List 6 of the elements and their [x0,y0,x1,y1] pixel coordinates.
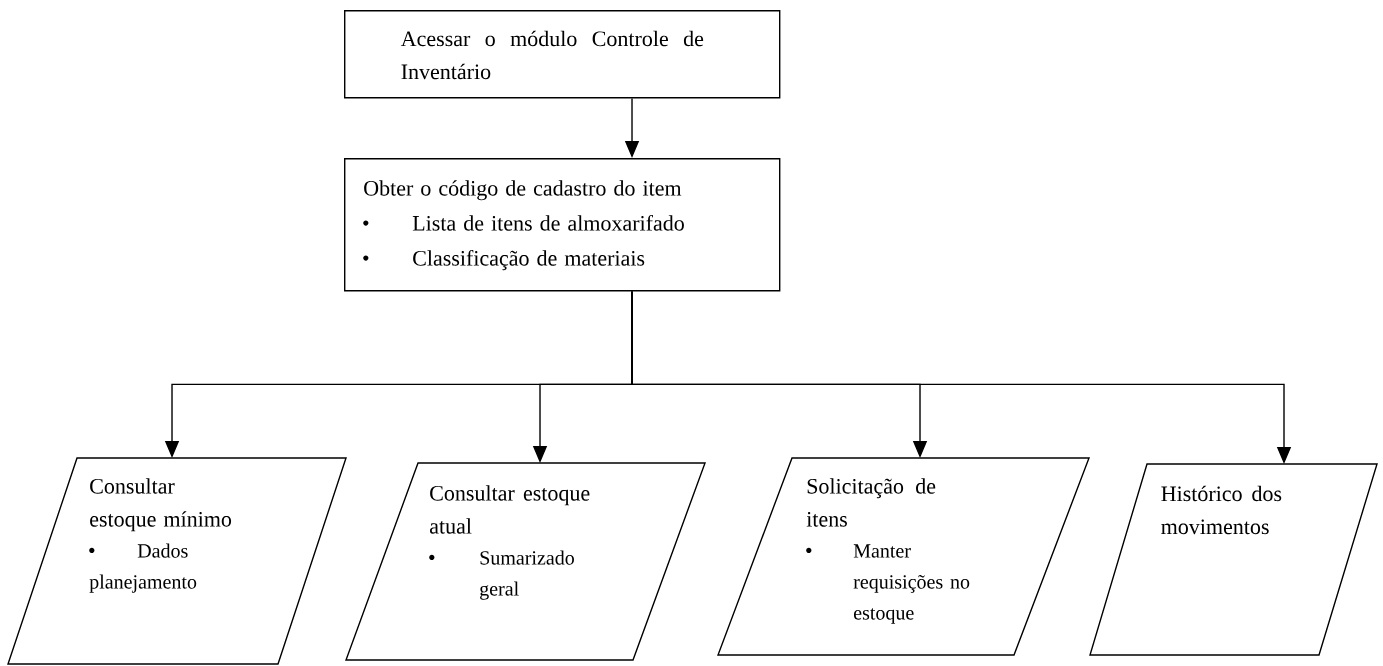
parallelogram-box: Consultar estoque atual Sumarizado geral [345,462,706,661]
parallelogram-box: Consultar estoque mínimo Dados planejamento [7,457,347,665]
parallelogram-box: Histórico dos movimentos [1089,463,1378,656]
process-box: Obter o código de cadastro do item Lista de itens de almoxarifado Classificação de materiais [344,158,781,292]
process-box: Acessar o módulo Controle de Inventário [344,10,781,99]
parallelogram-box: Solicitação de itens Manter requisições no estoque [717,457,1091,656]
